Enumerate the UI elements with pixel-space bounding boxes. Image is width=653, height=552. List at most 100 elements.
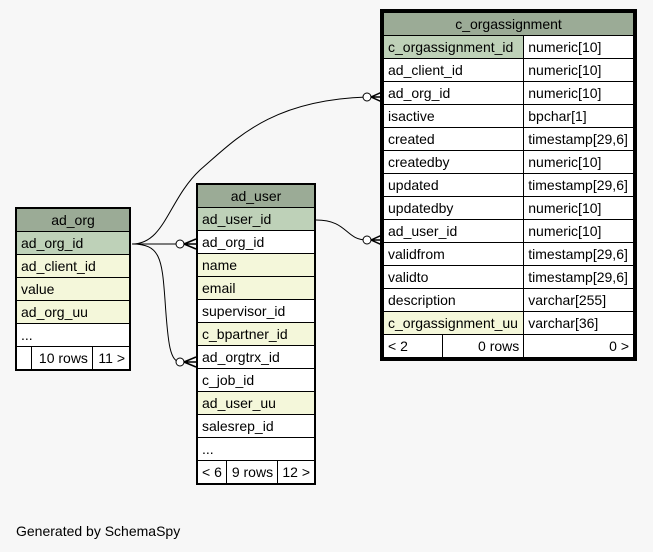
column-row[interactable]: ad_org_uu: [16, 300, 130, 324]
column-row[interactable]: ad_user_uu: [197, 391, 315, 415]
nav-row-count: 0 rows: [441, 334, 525, 358]
column-name[interactable]: supervisor_id: [197, 299, 315, 323]
column-name[interactable]: ...: [197, 437, 315, 461]
nav-children[interactable]: 0 >: [523, 334, 634, 358]
column-row[interactable]: c_bpartner_id: [197, 322, 315, 346]
nav-parents[interactable]: [16, 346, 32, 370]
nav-parents[interactable]: < 2: [383, 334, 443, 358]
column-name[interactable]: c_orgassignment_uu: [382, 311, 525, 335]
column-name[interactable]: ad_org_id: [197, 230, 315, 254]
column-name[interactable]: isactive: [382, 104, 525, 128]
column-name[interactable]: name: [197, 253, 315, 277]
column-name[interactable]: ad_client_id: [382, 58, 525, 82]
column-name[interactable]: ad_orgtrx_id: [197, 345, 315, 369]
column-type: varchar[36]: [523, 311, 634, 335]
column-row[interactable]: supervisor_id: [197, 299, 315, 323]
column-row[interactable]: ad_client_id: [16, 254, 130, 278]
column-name[interactable]: email: [197, 276, 315, 300]
column-type: timestamp[29,6]: [523, 127, 634, 151]
column-name[interactable]: value: [16, 277, 130, 301]
column-row[interactable]: ...: [197, 437, 315, 461]
column-type: numeric[10]: [523, 35, 634, 59]
column-name[interactable]: validfrom: [382, 242, 525, 266]
generated-by-footer: Generated by SchemaSpy: [16, 523, 181, 539]
column-type: numeric[10]: [523, 81, 634, 105]
nav-parents[interactable]: < 6: [196, 460, 228, 484]
column-type: timestamp[29,6]: [523, 173, 634, 197]
column-name[interactable]: created: [382, 127, 525, 151]
nav-children[interactable]: 12 >: [277, 460, 315, 484]
column-type: varchar[255]: [523, 288, 634, 312]
column-name[interactable]: ad_org_uu: [16, 300, 130, 324]
nav-children[interactable]: 11 >: [91, 346, 131, 370]
column-row[interactable]: email: [197, 276, 315, 300]
crowfoot-icon: [183, 356, 197, 368]
column-row[interactable]: c_job_id: [197, 368, 315, 392]
column-name[interactable]: createdby: [382, 150, 525, 174]
column-row[interactable]: ad_org_id: [197, 230, 315, 254]
column-name[interactable]: ad_user_id: [197, 207, 315, 231]
nav-row-count: 9 rows: [226, 460, 279, 484]
column-name[interactable]: ad_user_id: [382, 219, 525, 243]
column-name[interactable]: ad_client_id: [16, 254, 130, 278]
column-type: numeric[10]: [523, 150, 634, 174]
column-name[interactable]: validto: [382, 265, 525, 289]
column-name[interactable]: description: [382, 288, 525, 312]
crowfoot-icon: [370, 234, 383, 246]
column-name[interactable]: ad_org_id: [16, 231, 130, 255]
column-name[interactable]: updated: [382, 173, 525, 197]
column-name[interactable]: c_bpartner_id: [197, 322, 315, 346]
edge-end-circle: [175, 357, 185, 367]
edge-orgassign-user: [315, 219, 368, 241]
column-type: timestamp[29,6]: [523, 265, 634, 289]
crowfoot-icon: [370, 91, 383, 103]
column-row[interactable]: ...: [16, 323, 130, 347]
table-title[interactable]: ad_org: [16, 208, 130, 232]
column-type: timestamp[29,6]: [523, 242, 634, 266]
column-name[interactable]: c_orgassignment_id: [382, 35, 525, 59]
table-title[interactable]: ad_user: [197, 184, 315, 208]
column-name[interactable]: c_job_id: [197, 368, 315, 392]
column-row[interactable]: name: [197, 253, 315, 277]
column-row[interactable]: ad_org_id: [16, 231, 130, 255]
column-row[interactable]: ad_user_id: [197, 207, 315, 231]
column-type: numeric[10]: [523, 196, 634, 220]
column-row[interactable]: salesrep_id: [197, 414, 315, 438]
edge-end-circle: [362, 235, 372, 245]
crowfoot-icon: [183, 238, 197, 250]
column-name[interactable]: ad_user_uu: [197, 391, 315, 415]
table-title[interactable]: c_orgassignment: [383, 12, 634, 36]
edge-ad-user-orgtrx: [131, 243, 182, 363]
edge-end-circle: [362, 92, 372, 102]
column-name[interactable]: updatedby: [382, 196, 525, 220]
edge-end-circle: [175, 239, 185, 249]
column-type: numeric[10]: [523, 58, 634, 82]
column-name[interactable]: ad_org_id: [382, 81, 525, 105]
edge-orgassign-org: [131, 96, 368, 245]
column-name[interactable]: salesrep_id: [197, 414, 315, 438]
column-row[interactable]: value: [16, 277, 130, 301]
column-row[interactable]: ad_orgtrx_id: [197, 345, 315, 369]
column-name[interactable]: ...: [16, 323, 130, 347]
column-type: bpchar[1]: [523, 104, 634, 128]
